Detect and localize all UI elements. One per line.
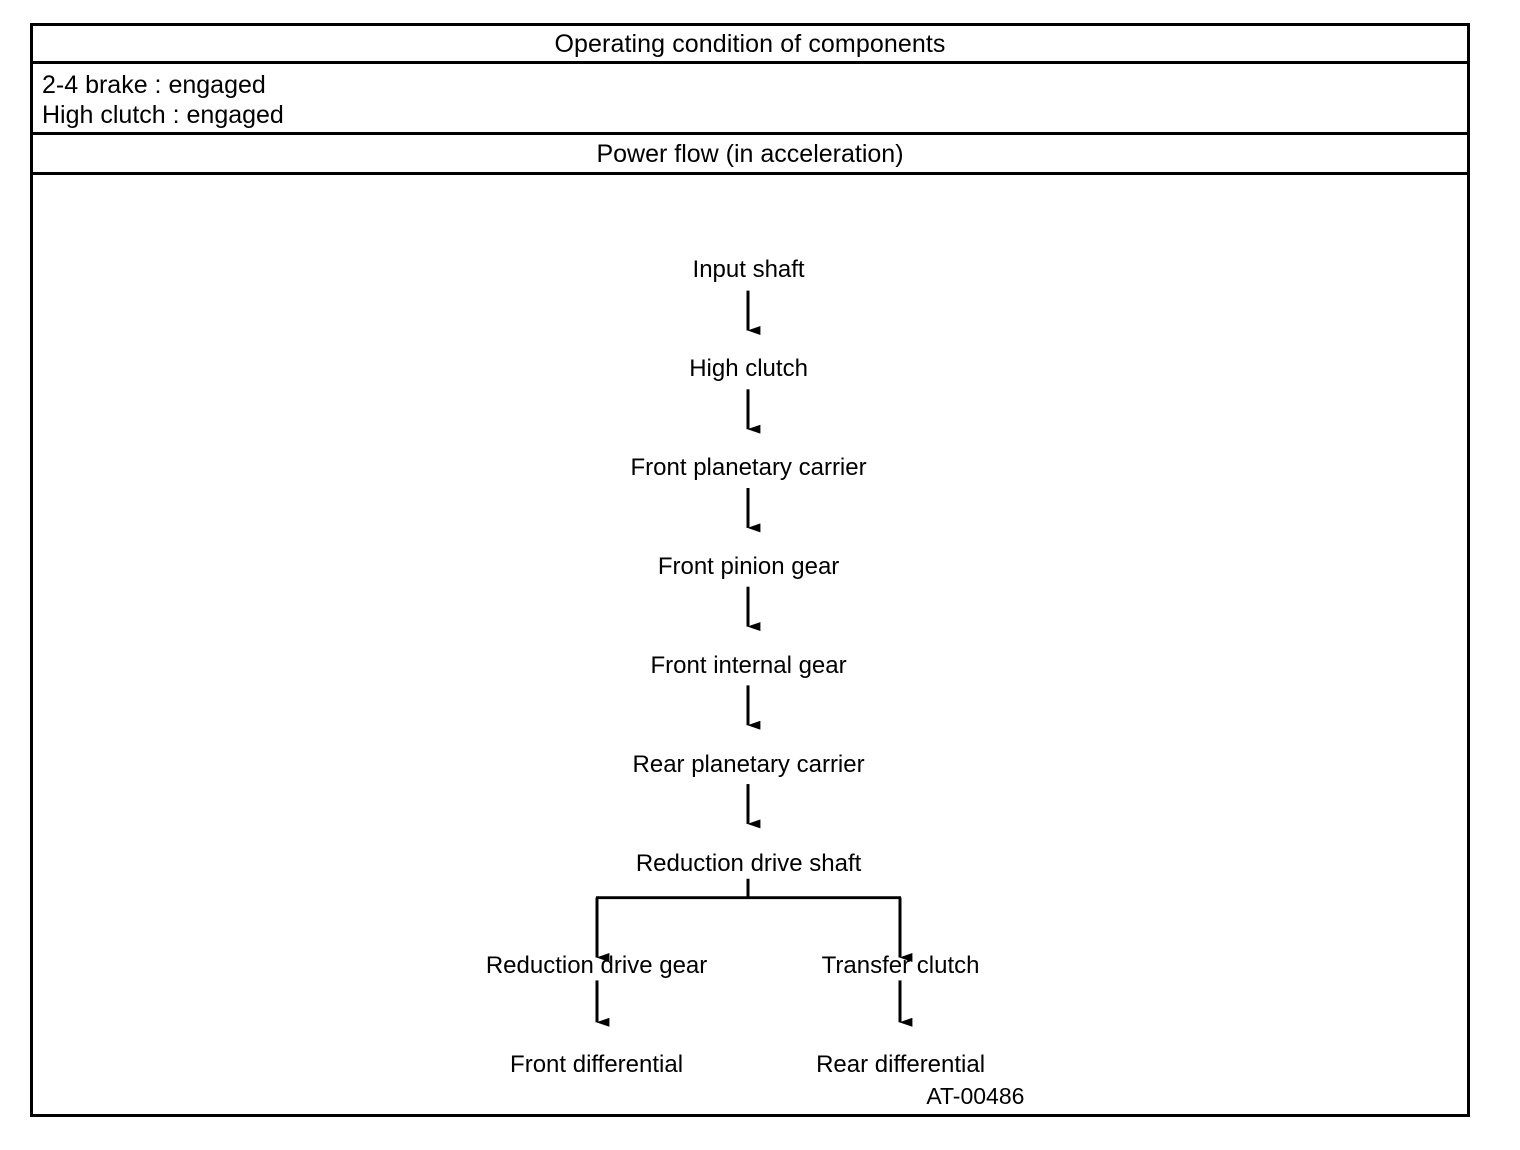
diagram-connectors	[595, 290, 913, 1027]
node-front-differential: Front differential	[510, 1051, 684, 1078]
node-front-planetary-carrier: Front planetary carrier	[630, 454, 867, 481]
power-flow-header: Power flow (in acceleration)	[596, 139, 904, 168]
figure-code: AT-00486	[926, 1083, 1025, 1109]
node-input-shaft: Input shaft	[692, 256, 805, 283]
node-reduction-drive-gear: Reduction drive gear	[485, 952, 708, 979]
power-flow-header-row: Power flow (in acceleration)	[33, 135, 1467, 175]
condition-line-2: High clutch : engaged	[42, 101, 284, 129]
node-rear-differential: Rear differential	[816, 1051, 986, 1078]
node-high-clutch: High clutch	[689, 355, 808, 382]
node-front-pinion-gear: Front pinion gear	[657, 553, 840, 580]
power-flow-diagram: Input shaft High clutch Front planetary …	[33, 175, 1467, 1114]
node-front-internal-gear: Front internal gear	[650, 652, 847, 679]
conditions-row: 2-4 brake : engaged High clutch : engage…	[33, 64, 1467, 135]
diagram-canvas: Input shaft High clutch Front planetary …	[33, 175, 1467, 1114]
node-transfer-clutch: Transfer clutch	[821, 952, 980, 979]
table-title: Operating condition of components	[554, 29, 946, 58]
table-title-row: Operating condition of components	[33, 26, 1467, 64]
node-reduction-drive-shaft: Reduction drive shaft	[635, 850, 862, 877]
node-rear-planetary-carrier: Rear planetary carrier	[632, 751, 865, 778]
operating-condition-table: Operating condition of components 2-4 br…	[30, 23, 1470, 1117]
condition-line-1: 2-4 brake : engaged	[42, 71, 266, 99]
